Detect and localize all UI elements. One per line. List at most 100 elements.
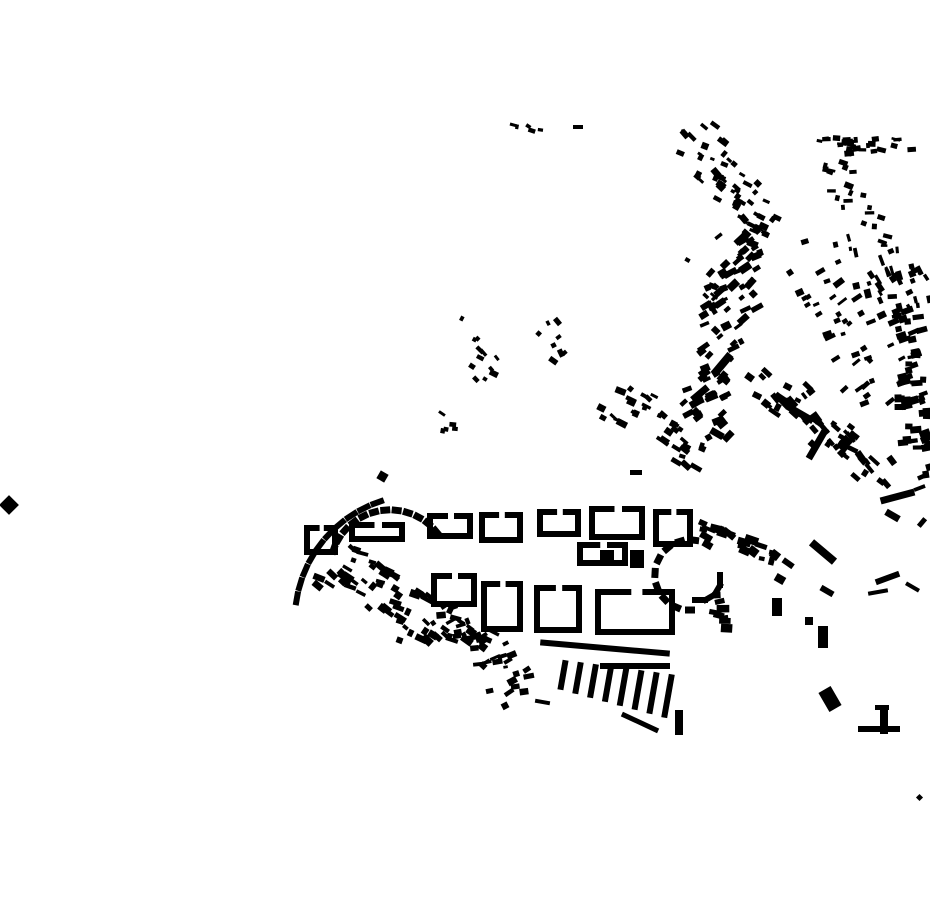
- building: [734, 197, 747, 207]
- building: [887, 293, 898, 300]
- building: [805, 426, 830, 461]
- building: [705, 267, 716, 278]
- building: [860, 192, 867, 199]
- building: [709, 292, 719, 300]
- building: [909, 277, 916, 285]
- building: [712, 591, 721, 599]
- building: [917, 393, 926, 402]
- building: [709, 426, 725, 441]
- building: [849, 169, 857, 175]
- building: [430, 525, 442, 538]
- building: [886, 342, 895, 349]
- building: [332, 517, 347, 532]
- building: [720, 321, 729, 329]
- building: [714, 232, 723, 241]
- building: [758, 221, 770, 232]
- building: [794, 397, 802, 404]
- building: [472, 661, 483, 667]
- building: [845, 139, 855, 144]
- building: [697, 372, 708, 383]
- building: [482, 376, 488, 382]
- building: [716, 333, 724, 341]
- building: [357, 510, 370, 522]
- building: [794, 287, 805, 298]
- building: [488, 369, 499, 379]
- building: [737, 337, 745, 346]
- building: [743, 533, 760, 547]
- building: [922, 273, 930, 282]
- building: [746, 545, 760, 559]
- building: [843, 181, 855, 191]
- building: [690, 384, 710, 403]
- building: [922, 407, 930, 416]
- building: [525, 123, 532, 130]
- courtyard-block: [589, 506, 645, 540]
- building: [892, 311, 902, 320]
- building: [412, 511, 425, 523]
- courtyard-block: [431, 573, 477, 607]
- building: [889, 265, 895, 277]
- building: [509, 122, 518, 128]
- building: [736, 312, 750, 326]
- building: [859, 399, 870, 408]
- building: [711, 351, 734, 377]
- building: [697, 153, 705, 162]
- building: [715, 296, 729, 306]
- building: [823, 332, 836, 342]
- building: [710, 166, 722, 179]
- building: [871, 223, 878, 230]
- building: [782, 382, 793, 392]
- building: [915, 302, 920, 309]
- building: [848, 246, 853, 252]
- building: [698, 309, 710, 321]
- building: [692, 597, 708, 603]
- building: [832, 135, 841, 142]
- building: [742, 180, 753, 189]
- building: [726, 157, 733, 164]
- building: [750, 244, 759, 252]
- building: [768, 549, 777, 556]
- courtyard-block: [653, 509, 693, 547]
- building: [651, 567, 659, 579]
- building: [819, 584, 835, 598]
- building: [326, 568, 339, 581]
- building: [512, 670, 521, 678]
- building: [886, 454, 898, 467]
- building: [738, 283, 746, 291]
- building: [721, 526, 737, 541]
- building: [758, 372, 767, 381]
- building: [910, 395, 919, 402]
- building: [845, 146, 854, 153]
- building: [887, 247, 895, 255]
- building: [738, 294, 746, 302]
- building: [814, 310, 823, 318]
- building: [721, 429, 735, 443]
- building: [860, 220, 868, 227]
- building: [699, 320, 710, 328]
- building: [852, 281, 861, 290]
- building: [387, 569, 401, 582]
- building: [870, 148, 878, 154]
- building: [587, 663, 599, 699]
- building: [845, 431, 856, 443]
- building: [704, 393, 715, 403]
- building: [747, 374, 754, 381]
- building: [746, 198, 755, 207]
- building: [427, 629, 440, 641]
- building: [350, 557, 357, 564]
- building: [873, 274, 883, 285]
- building: [808, 539, 838, 565]
- building: [895, 325, 903, 333]
- building: [876, 477, 886, 486]
- building: [921, 443, 930, 452]
- building: [552, 316, 563, 327]
- building: [658, 410, 668, 420]
- building: [766, 403, 773, 410]
- building: [912, 313, 925, 321]
- building: [668, 419, 679, 429]
- building: [841, 317, 849, 325]
- building: [460, 631, 467, 638]
- building: [812, 301, 820, 307]
- building: [736, 536, 752, 548]
- building: [884, 508, 901, 523]
